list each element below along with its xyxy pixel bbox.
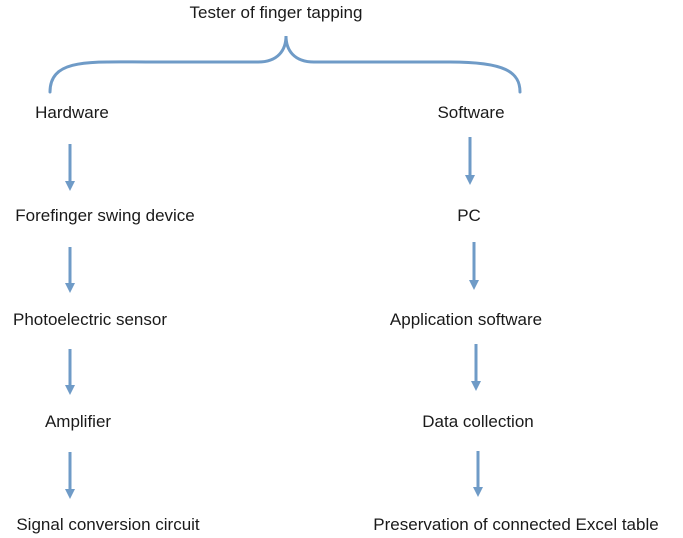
software-arrows: [465, 137, 483, 497]
software-step-2: Application software: [389, 310, 543, 329]
hardware-step-3: Amplifier: [44, 412, 112, 431]
software-step-1: PC: [457, 206, 481, 225]
brace: [48, 35, 522, 94]
software-step-4: Preservation of connected Excel table: [373, 515, 659, 534]
hardware-step-4: Signal conversion circuit: [16, 515, 200, 534]
branch-software-title: Software: [437, 103, 505, 122]
hardware-step-1: Forefinger swing device: [15, 206, 195, 225]
branch-hardware-title: Hardware: [35, 103, 109, 122]
software-step-3: Data collection: [422, 412, 534, 431]
hardware-step-2: Photoelectric sensor: [12, 310, 168, 329]
diagram-title: Tester of finger tapping: [189, 3, 363, 22]
